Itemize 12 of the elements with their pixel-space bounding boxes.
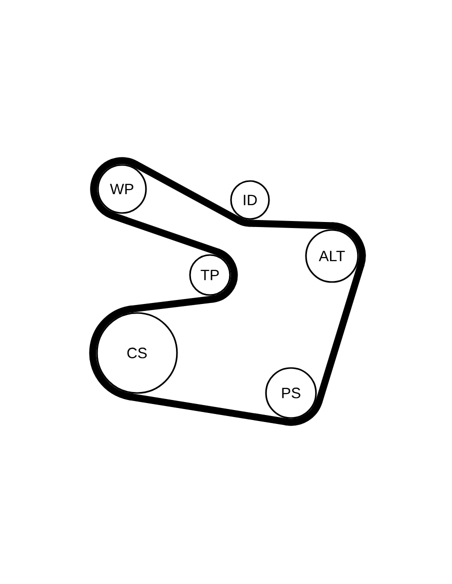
belt xyxy=(316,261,364,406)
pulley: TP xyxy=(189,254,231,296)
pulley: WP xyxy=(97,164,147,214)
pulley: PS xyxy=(265,367,317,419)
belt xyxy=(126,393,290,426)
belt xyxy=(132,160,243,224)
belt xyxy=(128,296,216,312)
pulley: CS xyxy=(96,312,178,394)
pulley: ID xyxy=(230,180,270,220)
pulley: ALT xyxy=(305,229,359,283)
belt xyxy=(246,220,337,230)
belt xyxy=(108,212,222,256)
